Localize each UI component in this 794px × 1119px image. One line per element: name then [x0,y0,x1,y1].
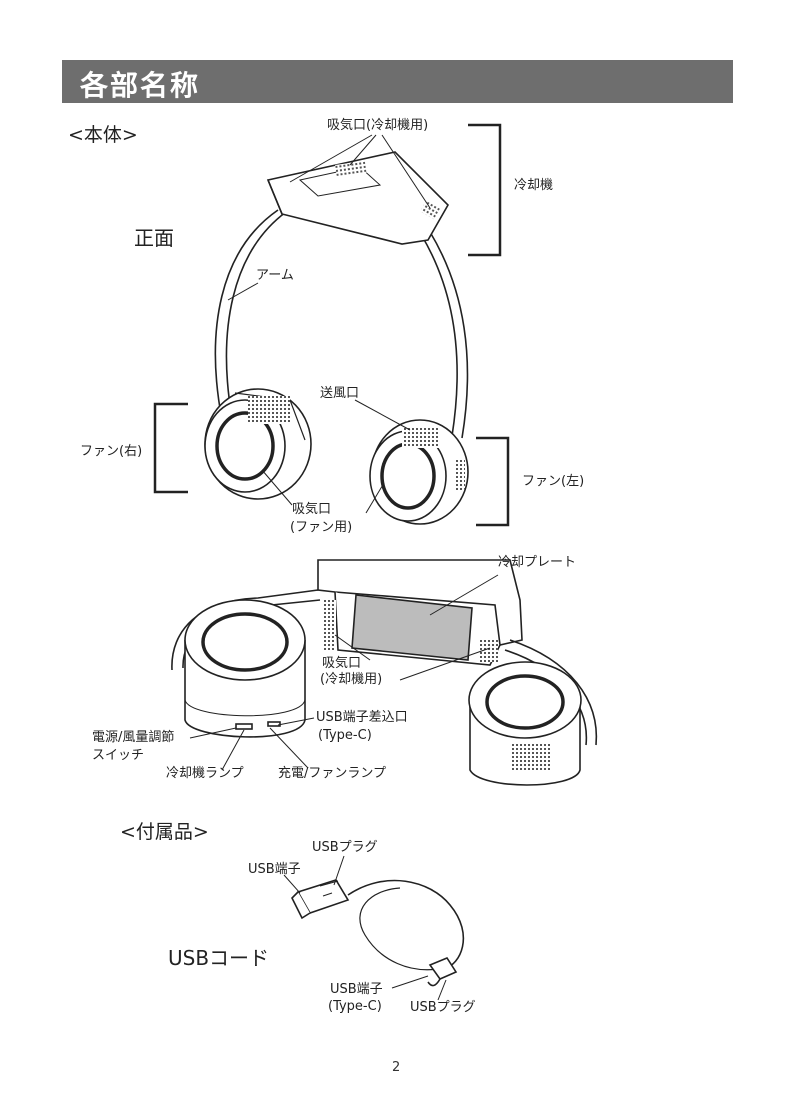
page-number: 2 [392,1060,400,1075]
label-usb-terminal-top: USB端子 [248,862,301,878]
label-usb-terminal-bottom-line1: USB端子 [330,982,383,998]
label-usb-plug-bottom: USBプラグ [410,1000,476,1016]
label-cooling-plate: 冷却プレート [498,555,576,571]
label-charge-fan-lamp: 充電/ファンランプ [278,766,386,782]
label-intake-cooler2-line2: (冷却機用) [320,672,382,688]
label-intake-fan-line1: 吸気口 [292,502,331,518]
usb-cord-name: USBコード [168,942,269,971]
label-cooler-lamp: 冷却機ランプ [166,766,244,782]
front-view-drawing [155,125,508,525]
label-usb-port-line1: USB端子差込口 [316,710,408,726]
front-view-label: 正面 [134,222,174,251]
label-intake-cooler2-line1: 吸気口 [322,656,361,672]
label-cooler: 冷却機 [514,178,553,194]
label-fan-left: ファン(左) [522,474,584,490]
label-power-switch-line2: スイッチ [92,748,144,764]
label-intake-cooler: 吸気口(冷却機用) [327,118,428,134]
label-fan-right: ファン(右) [80,444,142,460]
label-power-switch-line1: 電源/風量調節 [92,730,174,746]
body-section-heading: <本体> [68,120,138,147]
label-usb-plug-top: USBプラグ [312,840,378,856]
label-outlet: 送風口 [320,386,359,402]
label-arm: アーム [256,268,294,284]
rear-view-drawing [172,560,596,785]
usb-cord-drawing [284,856,463,1000]
accessories-heading: <付属品> [120,817,209,844]
label-intake-fan-line2: (ファン用) [290,520,352,536]
label-usb-port-line2: (Type-C) [318,728,372,744]
label-usb-terminal-bottom-line2: (Type-C) [328,999,382,1015]
